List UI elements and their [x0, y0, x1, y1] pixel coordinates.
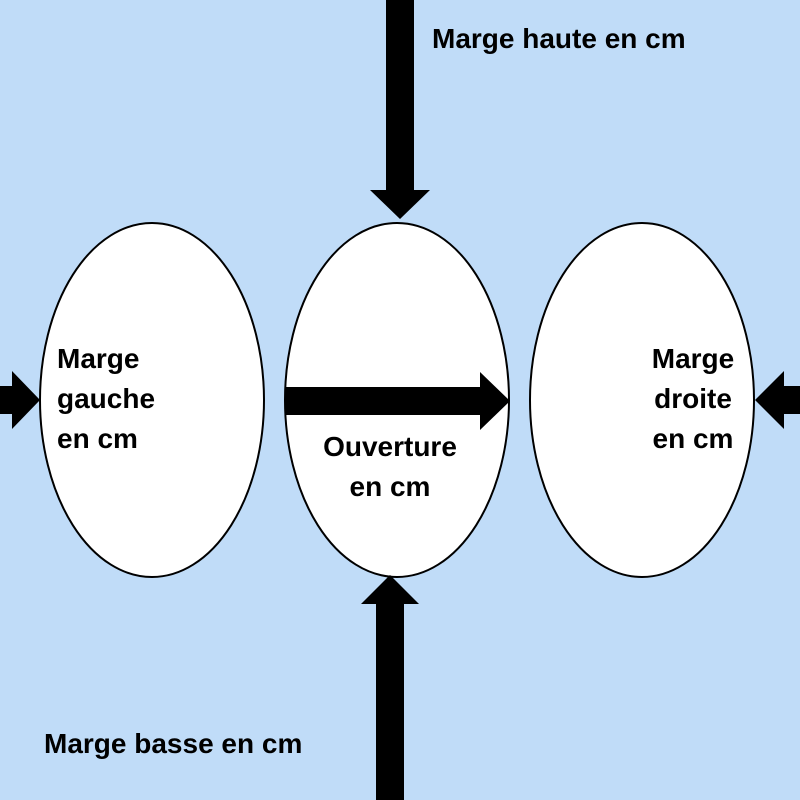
left-margin-arrow	[0, 371, 40, 429]
left-margin-label-line: gauche	[57, 383, 156, 414]
right-margin-label: Marge droite en cm	[633, 339, 753, 459]
left-margin-label-line: en cm	[57, 423, 138, 454]
opening-label: Ouverture en cm	[300, 427, 480, 507]
right-ellipse	[529, 222, 755, 578]
opening-arrow	[285, 372, 510, 430]
left-margin-label: Marge gauche en cm	[57, 339, 155, 459]
opening-label-line: en cm	[349, 471, 431, 502]
right-margin-label-line: droite	[654, 383, 732, 414]
right-margin-arrow	[755, 371, 800, 429]
right-margin-label-line: Marge	[651, 343, 735, 374]
bottom-margin-label: Marge basse en cm	[44, 728, 303, 759]
top-margin-label: Marge haute en cm	[432, 23, 686, 54]
opening-label-line: Ouverture	[323, 431, 457, 462]
left-margin-label-line: Marge	[57, 343, 140, 374]
right-margin-label-line: en cm	[652, 423, 734, 454]
top-margin-arrow	[370, 0, 430, 219]
bottom-margin-arrow	[361, 575, 419, 800]
